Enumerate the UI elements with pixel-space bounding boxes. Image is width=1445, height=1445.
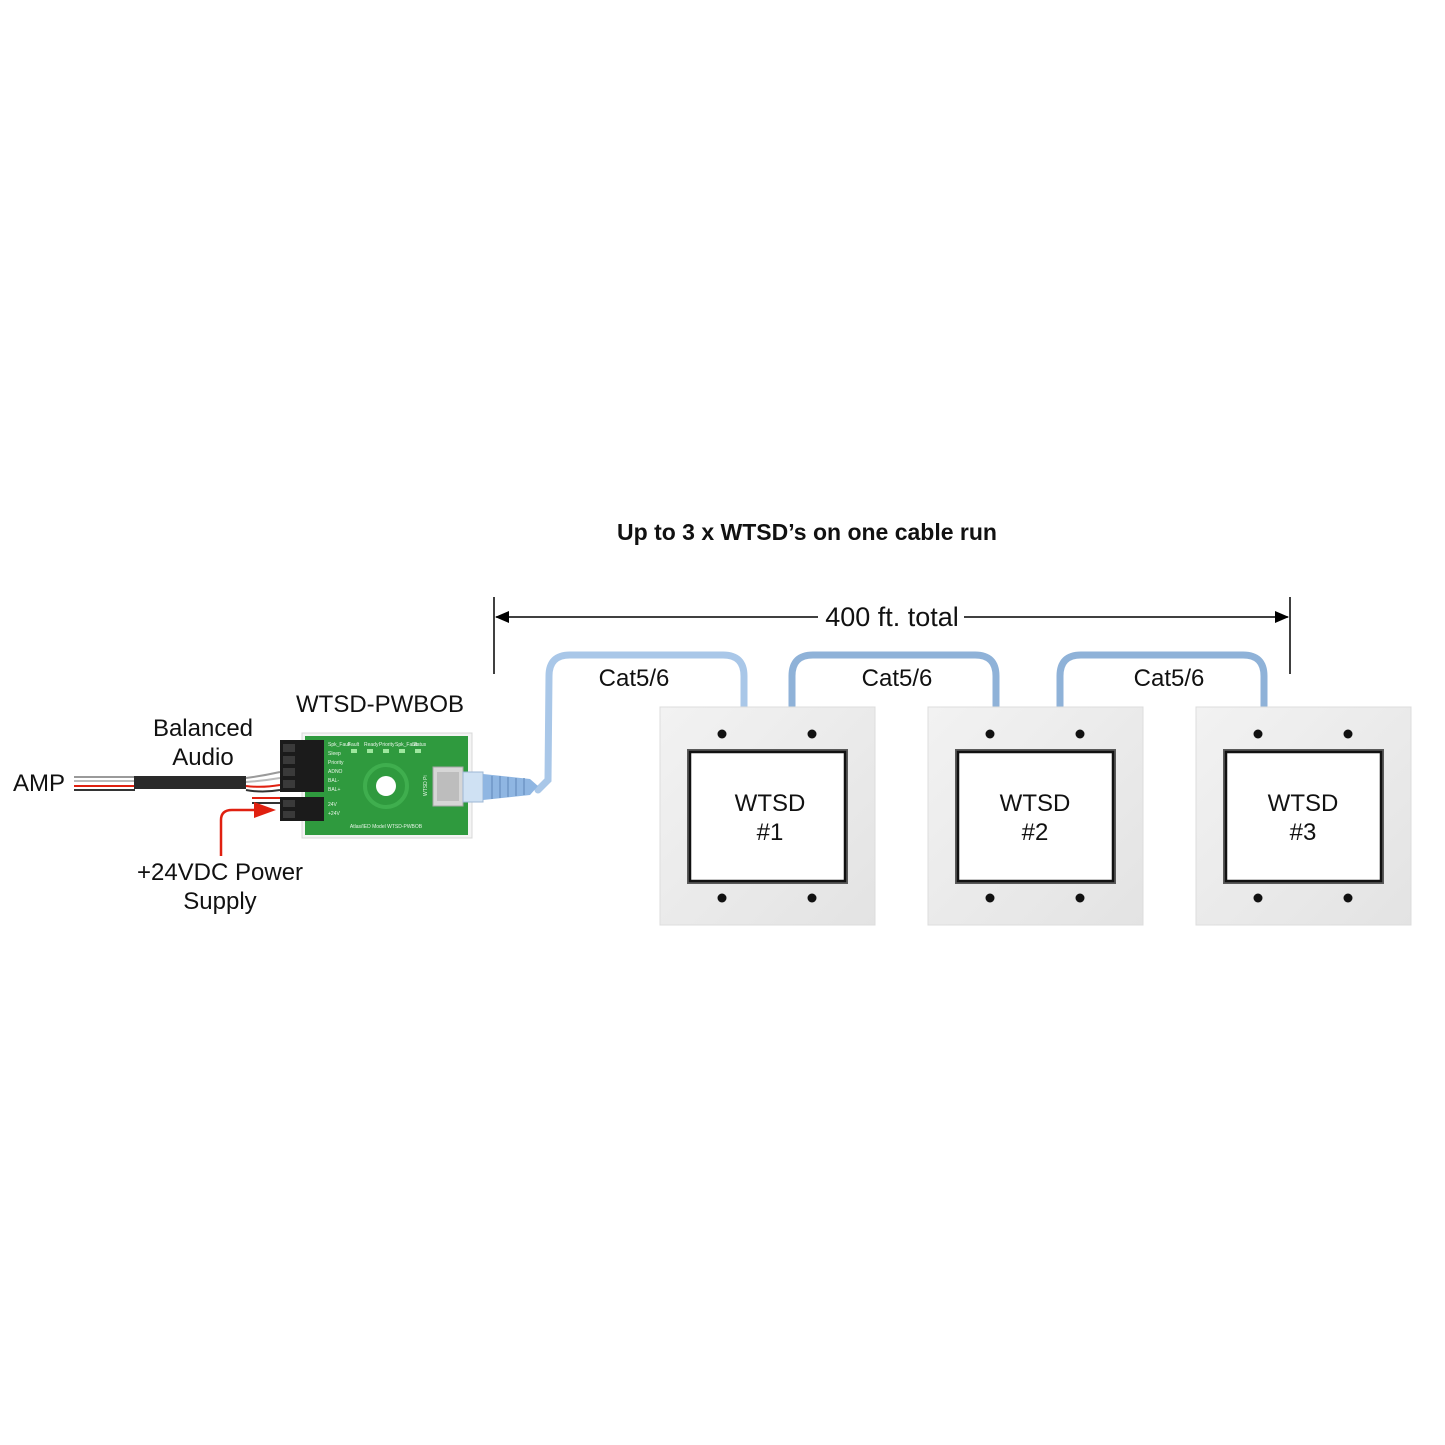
station-face [956,750,1115,883]
cable-label-2: Cat5/6 [862,665,933,692]
screw [985,893,995,903]
distance-dimension: 400 ft. total [493,597,1291,674]
diagram-title: Up to 3 x WTSD’s on one cable run [617,519,997,545]
led-indicator [367,749,373,753]
pcb-mounting-hole [376,776,396,796]
station-face [1224,750,1383,883]
balanced-audio-label-1: Balanced [153,715,253,742]
rj45-plug [462,771,484,803]
wtsd-station-3: WTSD #3 [1195,706,1412,926]
amp-audio-wiring: AMP Balanced Audio [13,715,281,797]
station-name: WTSD [735,790,806,817]
screw [807,729,817,739]
pwbob-interface: WTSD-PWBOB Spk_Fault Sleep Priority ADNO… [280,691,538,839]
pcb-pin-label: 24V [328,802,338,808]
cable-label-3: Cat5/6 [1134,665,1205,692]
screw [807,893,817,903]
amp-label: AMP [13,770,65,797]
pcb-side-label: WTSD Pi [423,775,429,796]
screw [1253,893,1263,903]
pcb-pin-label: Spk_Fault [328,742,351,748]
wtsd-station-2: WTSD #2 [927,706,1144,926]
pcb-led-label: Status [412,742,427,748]
station-name: WTSD [1268,790,1339,817]
pcb-led-label: Ready [364,742,379,748]
power-arrow [219,808,256,856]
screw [717,729,727,739]
screw [1253,729,1263,739]
cable-wtsd2-to-wtsd3 [1056,651,1268,710]
audio-cable-jacket [134,776,246,789]
screw [1075,729,1085,739]
balanced-audio-label-2: Audio [172,744,233,771]
pcb-pin-label: +24V [328,811,340,817]
distance-label: 400 ft. total [825,602,959,632]
pcb-pin-label: Sleep [328,751,341,757]
power-wiring: +24VDC Power Supply [137,797,303,915]
pcb-led-label: Spk_Fault [395,742,418,748]
cat-cables: Cat5/6 Cat5/6 Cat5/6 [534,651,1268,794]
power-label-2: Supply [183,888,256,915]
interface-label: WTSD-PWBOB [296,691,464,718]
pcb-pin-label: BAL- [328,778,339,784]
led-indicator [383,749,389,753]
pcb-led-label: Fault [348,742,360,748]
pcb-pin-label: Priority [328,760,344,766]
screw [1343,729,1353,739]
pcb-mounting-ring [363,763,409,809]
station-number: #2 [1022,819,1049,846]
screw [1343,893,1353,903]
station-name: WTSD [1000,790,1071,817]
cable-pwbob-to-wtsd1 [534,651,748,794]
screw [1075,893,1085,903]
station-number: #3 [1290,819,1317,846]
cable-wtsd1-to-wtsd2 [788,651,1000,710]
pcb-pin-label: ADNO [328,769,343,775]
led-indicator [351,749,357,753]
led-indicator [415,749,421,753]
wtsd-station-1: WTSD #1 [659,706,876,926]
cable-label-1: Cat5/6 [599,665,670,692]
screw [717,893,727,903]
pcb-pin-label: BAL+ [328,787,340,793]
power-label-1: +24VDC Power [137,859,303,886]
station-face [688,750,847,883]
station-number: #1 [757,819,784,846]
pcb-led-label: Priority [379,742,395,748]
pcb-model-label: Atlas/IED Model WTSD-PWBOB [350,824,423,830]
led-indicator [399,749,405,753]
screw [985,729,995,739]
